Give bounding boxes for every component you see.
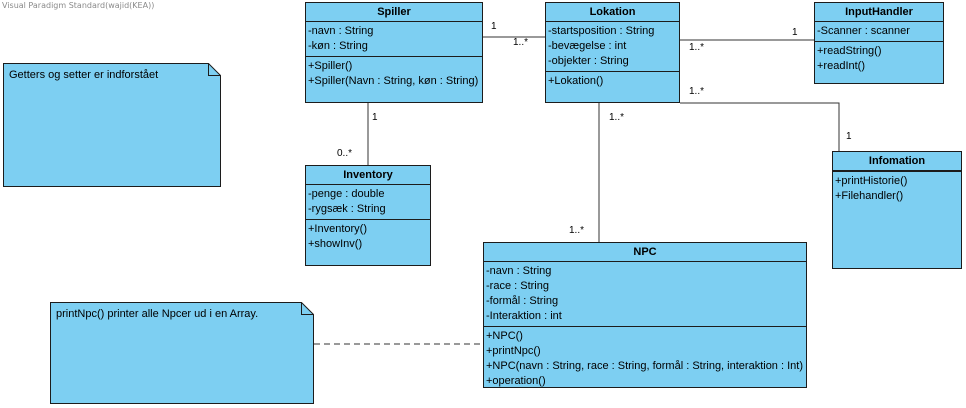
- mult-info-end: 1: [846, 131, 852, 142]
- attribute: -bevægelse : int: [548, 40, 627, 52]
- mult-spiller-inventory-end: 1: [372, 112, 378, 123]
- attribute: -penge : double: [308, 188, 385, 200]
- attribute: -race : String: [486, 280, 549, 292]
- note-shape: [3, 63, 221, 187]
- assoc-lokation-infomation: [680, 102, 840, 151]
- operation: +readString(): [817, 45, 882, 57]
- class-inputhandler[interactable]: InputHandler -Scanner : scanner +readStr…: [814, 2, 944, 84]
- attribute: -køn : String: [308, 40, 368, 52]
- class-title: InputHandler: [815, 3, 943, 22]
- operations-section: +Lokation(): [546, 72, 679, 91]
- attribute: -rygsæk : String: [308, 203, 386, 215]
- note-shape: [50, 302, 314, 404]
- watermark: Visual Paradigm Standard(wajid(KEA)): [2, 1, 155, 10]
- operations-section: +readString() +readInt(): [815, 42, 943, 76]
- operations-section: +printHistorie() +Filehandler(): [833, 172, 961, 206]
- operation: +Lokation(): [548, 75, 604, 87]
- class-title: Infomation: [833, 152, 961, 171]
- mult-lokation-info-end: 1..*: [689, 86, 705, 97]
- attribute: -navn : String: [308, 25, 374, 37]
- operation: +showInv(): [308, 238, 363, 250]
- mult-npc-end: 1..*: [569, 225, 585, 236]
- class-title: NPC: [484, 243, 806, 262]
- note-text: printNpc() printer alle Npcer ud i en Ar…: [56, 308, 259, 320]
- attribute: -objekter : String: [548, 55, 629, 67]
- class-inventory[interactable]: Inventory -penge : double -rygsæk : Stri…: [305, 165, 431, 266]
- attributes-section: -penge : double -rygsæk : String: [306, 185, 430, 220]
- attribute: -startsposition : String: [548, 25, 655, 37]
- note-printnpc[interactable]: printNpc() printer alle Npcer ud i en Ar…: [50, 302, 314, 404]
- operation: +NPC(navn : String, race : String, formå…: [486, 360, 803, 372]
- operation: +NPC(): [486, 330, 523, 342]
- operation: +Spiller(): [308, 60, 353, 72]
- attributes-section: -navn : String -race : String -formål : …: [484, 262, 806, 327]
- class-lokation[interactable]: Lokation -startsposition : String -bevæg…: [545, 2, 680, 103]
- mult-lokation-end: 1..*: [513, 37, 529, 48]
- mult-spiller-end: 1: [491, 21, 497, 32]
- note-getters-setters[interactable]: Getters og setter er indforstået: [3, 63, 221, 187]
- attributes-section: [833, 171, 961, 172]
- operation: +Spiller(Navn : String, køn : String): [308, 75, 479, 87]
- class-infomation[interactable]: Infomation +printHistorie() +Filehandler…: [832, 151, 962, 269]
- class-title: Lokation: [546, 3, 679, 22]
- class-npc[interactable]: NPC -navn : String -race : String -formå…: [483, 242, 807, 388]
- operation: +Inventory(): [308, 223, 367, 235]
- class-title: Inventory: [306, 166, 430, 185]
- operation: +printHistorie(): [835, 175, 908, 187]
- mult-lokation-npc-end: 1..*: [609, 112, 625, 123]
- attribute: -formål : String: [486, 295, 559, 307]
- class-title: Spiller: [306, 3, 482, 22]
- attributes-section: -navn : String -køn : String: [306, 22, 482, 57]
- operation: +operation(): [486, 375, 546, 387]
- mult-inventory-end: 0..*: [337, 148, 353, 159]
- mult-lokation-input-end: 1..*: [689, 42, 705, 53]
- attributes-section: -Scanner : scanner: [815, 22, 943, 42]
- operations-section: +Inventory() +showInv(): [306, 220, 430, 254]
- operation: +readInt(): [817, 60, 865, 72]
- operations-section: +NPC() +printNpc() +NPC(navn : String, r…: [484, 327, 806, 391]
- class-spiller[interactable]: Spiller -navn : String -køn : String +Sp…: [305, 2, 483, 103]
- attributes-section: -startsposition : String -bevægelse : in…: [546, 22, 679, 72]
- operation: +printNpc(): [486, 345, 541, 357]
- attribute: -navn : String: [486, 265, 552, 277]
- mult-input-end: 1: [792, 27, 798, 38]
- attribute: -Interaktion : int: [486, 310, 562, 322]
- operations-section: +Spiller() +Spiller(Navn : String, køn :…: [306, 57, 482, 91]
- operation: +Filehandler(): [835, 190, 904, 202]
- note-text: Getters og setter er indforstået: [9, 69, 159, 81]
- attribute: -Scanner : scanner: [817, 25, 910, 37]
